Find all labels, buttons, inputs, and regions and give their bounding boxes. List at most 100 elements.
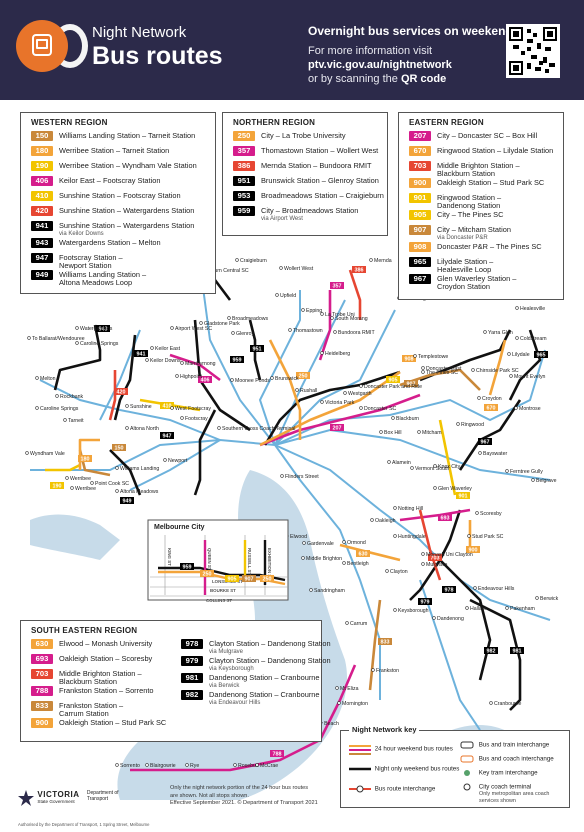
station-dot — [515, 306, 519, 310]
route-badge: 947 — [31, 253, 53, 263]
map-badge-406: 406 — [198, 376, 212, 384]
route-label: Sunshine Station – Watergardens Station — [59, 206, 195, 215]
route-badge: 941 — [31, 221, 53, 231]
map-badge-965: 965 — [534, 351, 548, 359]
station-label: Rosebud — [238, 763, 259, 769]
route-badge: 908 — [409, 242, 431, 252]
info-url-link[interactable]: ptv.vic.gov.au/nightnetwork — [308, 59, 452, 71]
svg-text:965: 965 — [537, 353, 546, 359]
svg-text:190: 190 — [53, 484, 62, 490]
station-label: Keilor East — [155, 346, 181, 352]
station-dot — [507, 352, 511, 356]
station-dot — [473, 586, 477, 590]
route-label: Doncaster P&R – The Pines SC — [437, 242, 542, 251]
station-label: Westgarth — [348, 391, 372, 397]
route-label: Frankston Station –Carrum Station — [59, 701, 124, 719]
station-dot — [75, 341, 79, 345]
station-dot — [456, 422, 460, 426]
station-label: Cranbourne — [494, 701, 522, 707]
route-badge: 670 — [409, 146, 431, 156]
qr-code[interactable] — [506, 24, 560, 78]
svg-text:905: 905 — [389, 378, 398, 384]
svg-text:357: 357 — [333, 284, 342, 290]
station-dot — [27, 336, 31, 340]
station-dot — [233, 763, 237, 767]
station-dot — [180, 361, 184, 365]
route-badge: 150 — [31, 131, 53, 141]
station-dot — [90, 481, 94, 485]
route-label: Ringwood Station – Lilydale Station — [437, 146, 554, 155]
station-label: Werribee — [75, 486, 96, 492]
station-label: Melton — [40, 376, 56, 382]
map-badge-250: 250 — [296, 372, 310, 380]
station-dot — [359, 384, 363, 388]
route-833-line — [368, 599, 382, 691]
station-label: Rushall — [300, 388, 317, 394]
station-dot — [115, 763, 119, 767]
svg-text:908: 908 — [405, 357, 414, 363]
inset-badge-label: 907 — [245, 577, 254, 583]
station-dot — [302, 541, 306, 545]
map-badge-150: 150 — [112, 444, 126, 452]
map-badge-180: 180 — [78, 455, 92, 463]
street-label: EXHIBITION ST — [267, 548, 272, 580]
route-250-line — [268, 339, 302, 440]
station-label: Watergardens — [80, 326, 113, 332]
map-badge-979: 979 — [418, 598, 432, 606]
map-badge-907: 907 — [404, 380, 418, 388]
inset-badge-label: 959 — [183, 565, 192, 571]
map-badge-947: 947 — [160, 432, 174, 440]
route-badge: 250 — [233, 131, 255, 141]
map-badge-900: 900 — [466, 546, 480, 554]
station-dot — [75, 326, 79, 330]
station-dot — [115, 466, 119, 470]
route-703-line — [418, 509, 442, 581]
city-inset-title: Melbourne City — [154, 524, 205, 531]
station-label: Craigieburn Central SC — [195, 268, 249, 274]
station-dot — [279, 266, 283, 270]
night-network-ring-logo — [52, 24, 88, 68]
map-badge-386: 386 — [352, 266, 366, 274]
route-label: Glen Waverley Station –Croydon Station — [437, 274, 517, 292]
station-label: Belgrave — [536, 478, 557, 484]
svg-text:703: 703 — [431, 556, 440, 562]
station-label: Box Hill — [384, 430, 402, 436]
map-badge-905: 905 — [386, 376, 400, 384]
route-badge: 979 — [181, 656, 203, 666]
station-label: Moonee Ponds — [235, 378, 270, 384]
svg-text:982: 982 — [487, 649, 496, 655]
svg-text:979: 979 — [421, 600, 430, 606]
svg-text:630: 630 — [359, 552, 368, 558]
route-badge: 190 — [31, 161, 53, 171]
station-dot — [275, 293, 279, 297]
station-dot — [342, 540, 346, 544]
station-dot — [505, 469, 509, 473]
key-bus-coach: Bus and coach interchange — [459, 755, 554, 763]
station-label: Lilydale — [512, 352, 530, 358]
station-label: Sandringham — [314, 588, 345, 594]
station-label: Wyndham Vale — [30, 451, 65, 457]
key-24hr: 24 hour weekend bus routes — [349, 745, 453, 755]
route-badge: 965 — [409, 257, 431, 267]
station-label: Montrose — [519, 406, 541, 412]
map-badge-981: 981 — [510, 647, 524, 655]
svg-text:788: 788 — [273, 752, 282, 758]
key-bus-interchange: Bus route interchange — [349, 785, 435, 793]
station-dot — [35, 406, 39, 410]
station-label: Elwood — [290, 534, 307, 540]
station-label: Mernda — [374, 258, 392, 264]
route-badge: 901 — [409, 193, 431, 203]
station-label: Heidelberg — [325, 351, 350, 357]
svg-text:150: 150 — [115, 446, 124, 452]
station-dot — [65, 476, 69, 480]
station-dot — [343, 391, 347, 395]
route-label: Watergardens Station – Melton — [59, 238, 161, 247]
station-dot — [295, 388, 299, 392]
station-dot — [255, 763, 259, 767]
svg-text:967: 967 — [481, 440, 490, 446]
station-dot — [413, 354, 417, 358]
route-label: Oakleigh Station – Scoresby — [59, 654, 153, 663]
station-label: Caroline Springs — [40, 406, 79, 412]
